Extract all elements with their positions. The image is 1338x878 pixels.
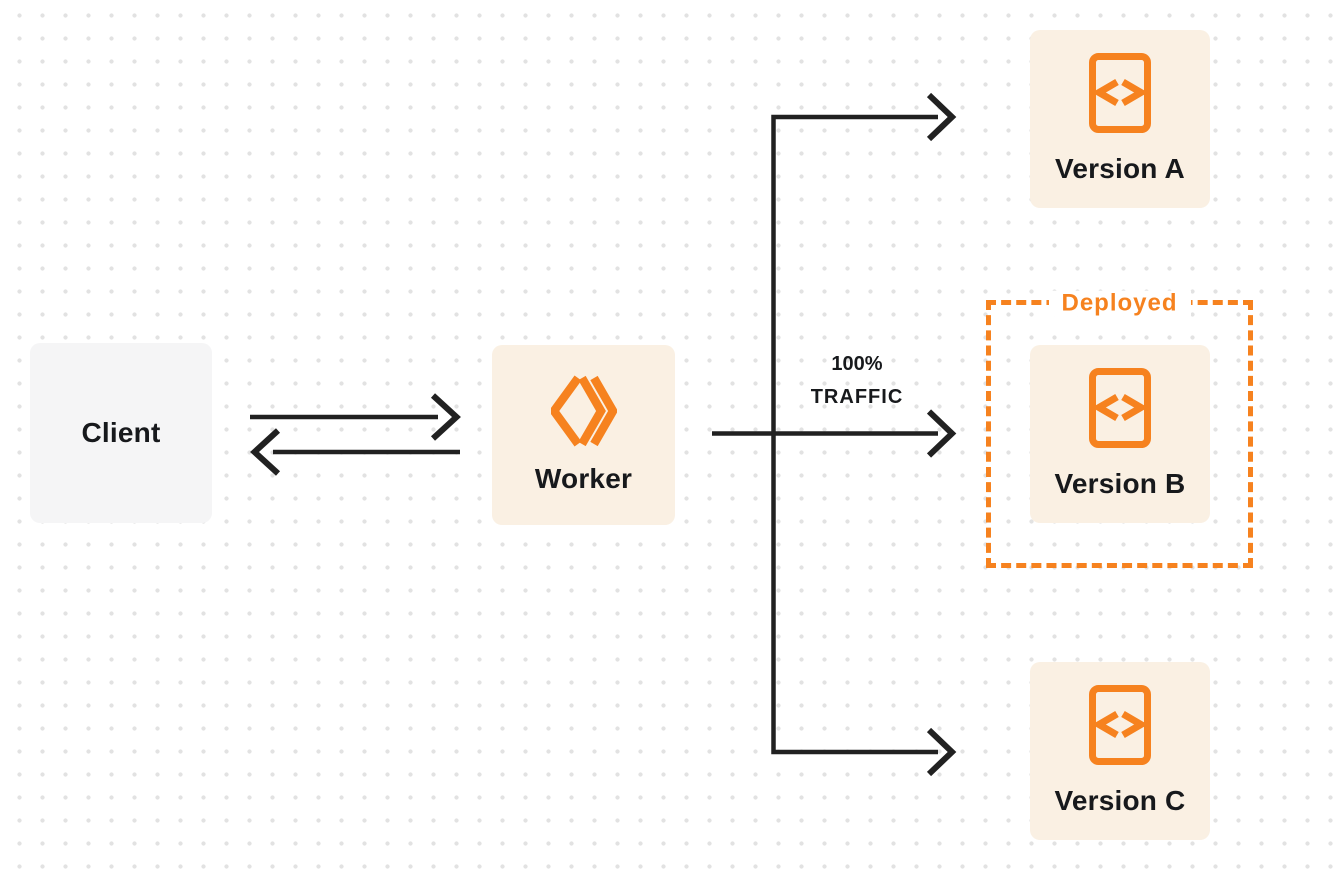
branch-trunk-line [771, 114, 938, 755]
version-c-node: Version C [1030, 662, 1210, 840]
client-node: Client [30, 343, 212, 523]
code-document-icon [1089, 53, 1151, 133]
version-b-node: Version B [1030, 345, 1210, 523]
deployed-boundary: Deployed [986, 290, 1253, 568]
worker-label: Worker [534, 463, 633, 494]
code-document-icon [1089, 685, 1151, 765]
arrow-client-to-worker-head [430, 393, 461, 441]
version-c-label: Version C [1054, 785, 1186, 816]
traffic-word-text: TRAFFIC [810, 386, 904, 408]
version-a-node: Version A [1030, 30, 1210, 208]
version-a-label: Version A [1055, 153, 1185, 184]
worker-node: Worker [492, 345, 675, 525]
traffic-percent-text: 100% [831, 353, 883, 375]
arrow-to-version-a-head [926, 92, 957, 142]
arrow-worker-to-version-b-head [926, 409, 957, 458]
arrow-worker-to-client-head [250, 428, 281, 476]
arrow-to-version-c-head [926, 727, 957, 777]
version-b-label: Version B [1054, 468, 1186, 499]
deployed-label: Deployed [1048, 290, 1191, 318]
code-document-icon [1089, 368, 1151, 448]
client-label: Client [81, 417, 161, 448]
traffic-label: 100% TRAFFIC [782, 348, 932, 414]
cloudflare-workers-icon [550, 375, 617, 447]
